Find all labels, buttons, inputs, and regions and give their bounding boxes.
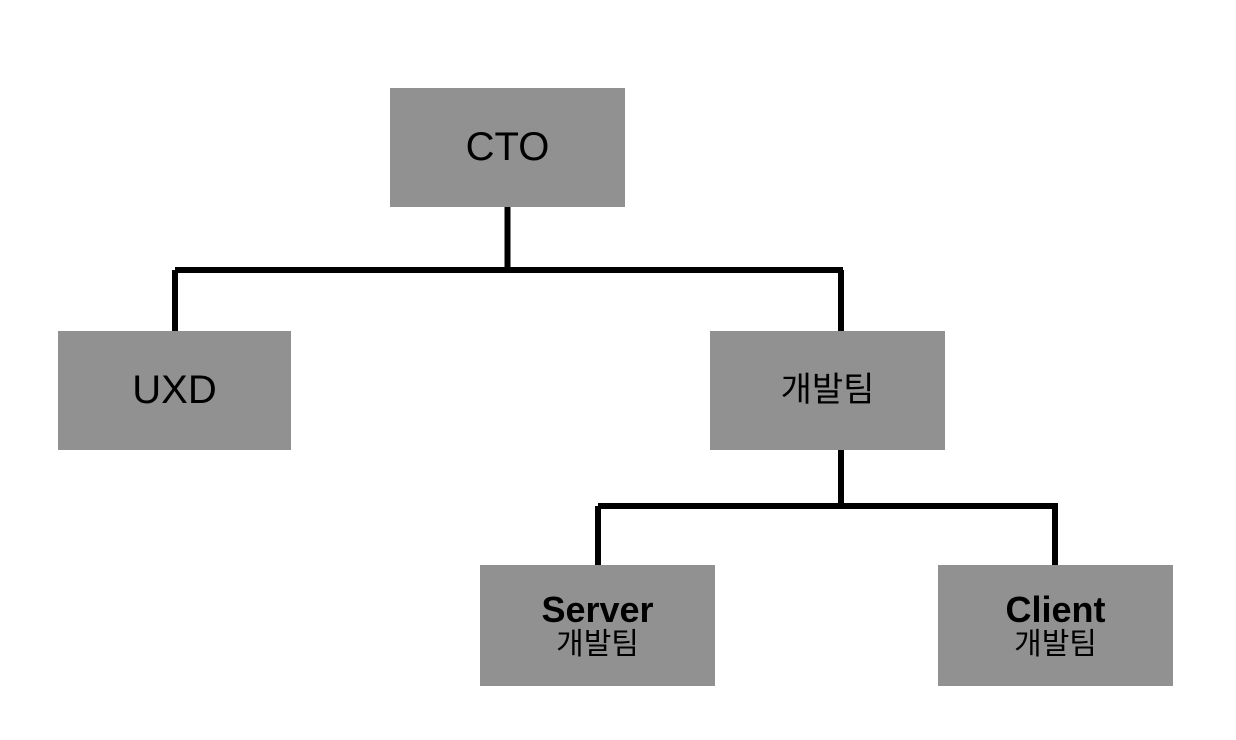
org-node-server[interactable]: Server 개발팀	[480, 565, 715, 686]
org-node-client-sublabel: 개발팀	[1014, 627, 1097, 661]
org-node-cto-label: CTO	[465, 125, 550, 170]
org-node-uxd[interactable]: UXD	[58, 331, 291, 450]
org-node-uxd-label: UXD	[132, 368, 217, 413]
org-node-dev[interactable]: 개발팀	[710, 331, 945, 450]
org-node-client[interactable]: Client 개발팀	[938, 565, 1173, 686]
org-node-cto[interactable]: CTO	[390, 88, 625, 207]
org-node-client-label: Client	[1005, 588, 1106, 630]
org-node-server-sublabel: 개발팀	[556, 627, 639, 661]
org-node-server-label: Server	[541, 588, 654, 630]
org-node-dev-label: 개발팀	[780, 371, 875, 410]
